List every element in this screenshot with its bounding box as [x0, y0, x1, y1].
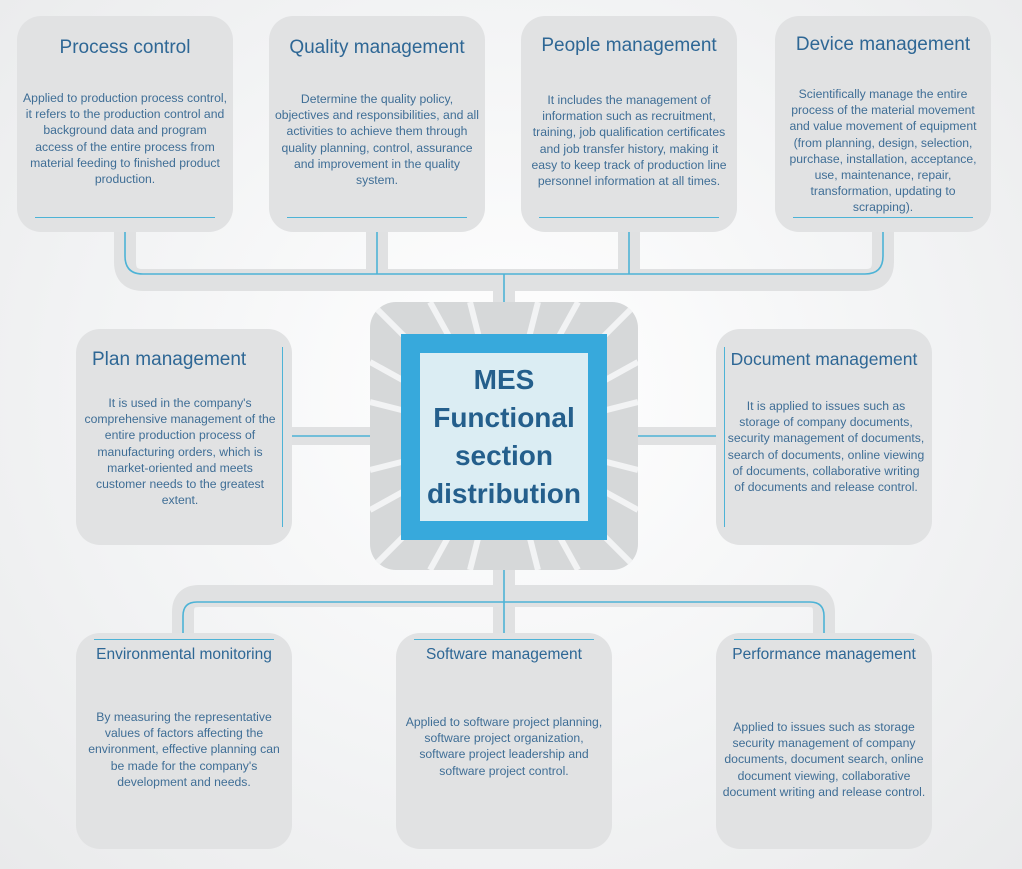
card-rule: [539, 217, 719, 218]
card-quality-management: Quality management Determine the quality…: [269, 16, 485, 232]
card-description: It is applied to issues such as storage …: [727, 399, 925, 495]
card-description: Applied to issues such as storage securi…: [722, 720, 926, 799]
card-title: Quality management: [289, 37, 465, 58]
card-rule: [282, 347, 283, 527]
card-title: Process control: [59, 37, 191, 58]
card-description: By measuring the representative values o…: [88, 710, 280, 789]
card-description: Determine the quality policy, objectives…: [275, 92, 479, 188]
center-line-1: MES: [473, 364, 535, 395]
card-title: Software management: [426, 646, 582, 663]
card-rule: [287, 217, 467, 218]
card-title: Environmental monitoring: [96, 646, 272, 663]
card-rule: [94, 639, 274, 640]
card-title: Device management: [795, 34, 971, 55]
card-title: Plan management: [92, 349, 247, 370]
card-description: Applied to production process control, i…: [23, 91, 227, 187]
card-plan-management: Plan management It is used in the compan…: [76, 329, 292, 545]
card-process-control: Process control Applied to production pr…: [17, 16, 233, 232]
card-rule: [793, 217, 973, 218]
card-rule: [724, 347, 725, 527]
card-title: Document management: [730, 349, 918, 369]
center-node: MES Functional section distribution: [401, 334, 607, 540]
center-line-3: section: [454, 440, 554, 471]
center-line-4: distribution: [427, 478, 581, 509]
card-document-management: Document management It is applied to iss…: [716, 329, 932, 545]
card-rule: [35, 217, 215, 218]
card-device-management: Device management Scientifically manage …: [775, 16, 991, 232]
center-label: MES Functional section distribution: [420, 353, 588, 521]
card-description: Applied to software project planning, so…: [405, 715, 603, 778]
card-rule: [414, 639, 594, 640]
card-title: People management: [541, 35, 717, 56]
card-software-management: Software management Applied to software …: [396, 633, 612, 849]
card-description: Scientifically manage the entire process…: [789, 87, 977, 215]
center-line-2: Functional: [433, 402, 575, 433]
card-performance-management: Performance management Applied to issues…: [716, 633, 932, 849]
card-description: It includes the management of informatio…: [531, 93, 727, 189]
card-rule: [734, 639, 914, 640]
card-environmental-monitoring: Environmental monitoring By measuring th…: [76, 633, 292, 849]
card-people-management: People management It includes the manage…: [521, 16, 737, 232]
card-description: It is used in the company's comprehensiv…: [84, 396, 276, 508]
card-title: Performance management: [732, 646, 916, 663]
